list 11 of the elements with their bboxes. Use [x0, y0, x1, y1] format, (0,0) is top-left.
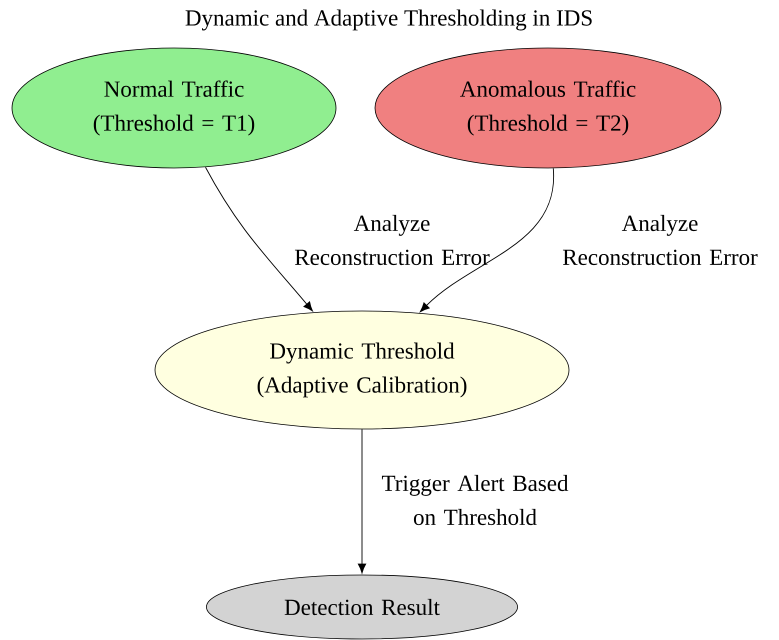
arrow: [358, 428, 366, 574]
ellipse-node: Detection Result: [206, 574, 518, 640]
edge-label: Trigger Alert Based on Threshold: [382, 474, 568, 526]
arrow: [205, 166, 313, 312]
edge-label: Analyze Reconstruction Error: [562, 214, 758, 266]
ellipse-node: Normal Traffic (Threshold = T1): [12, 48, 336, 168]
edge-label: Analyze Reconstruction Error: [294, 214, 490, 266]
ellipse-node: Anomalous Traffic (Threshold = T2): [374, 48, 722, 168]
arrow: [420, 168, 554, 312]
diagram-title: Dynamic and Adaptive Thresholding in IDS: [186, 10, 592, 30]
ellipse-node: Dynamic Threshold (Adaptive Calibration): [154, 310, 570, 430]
